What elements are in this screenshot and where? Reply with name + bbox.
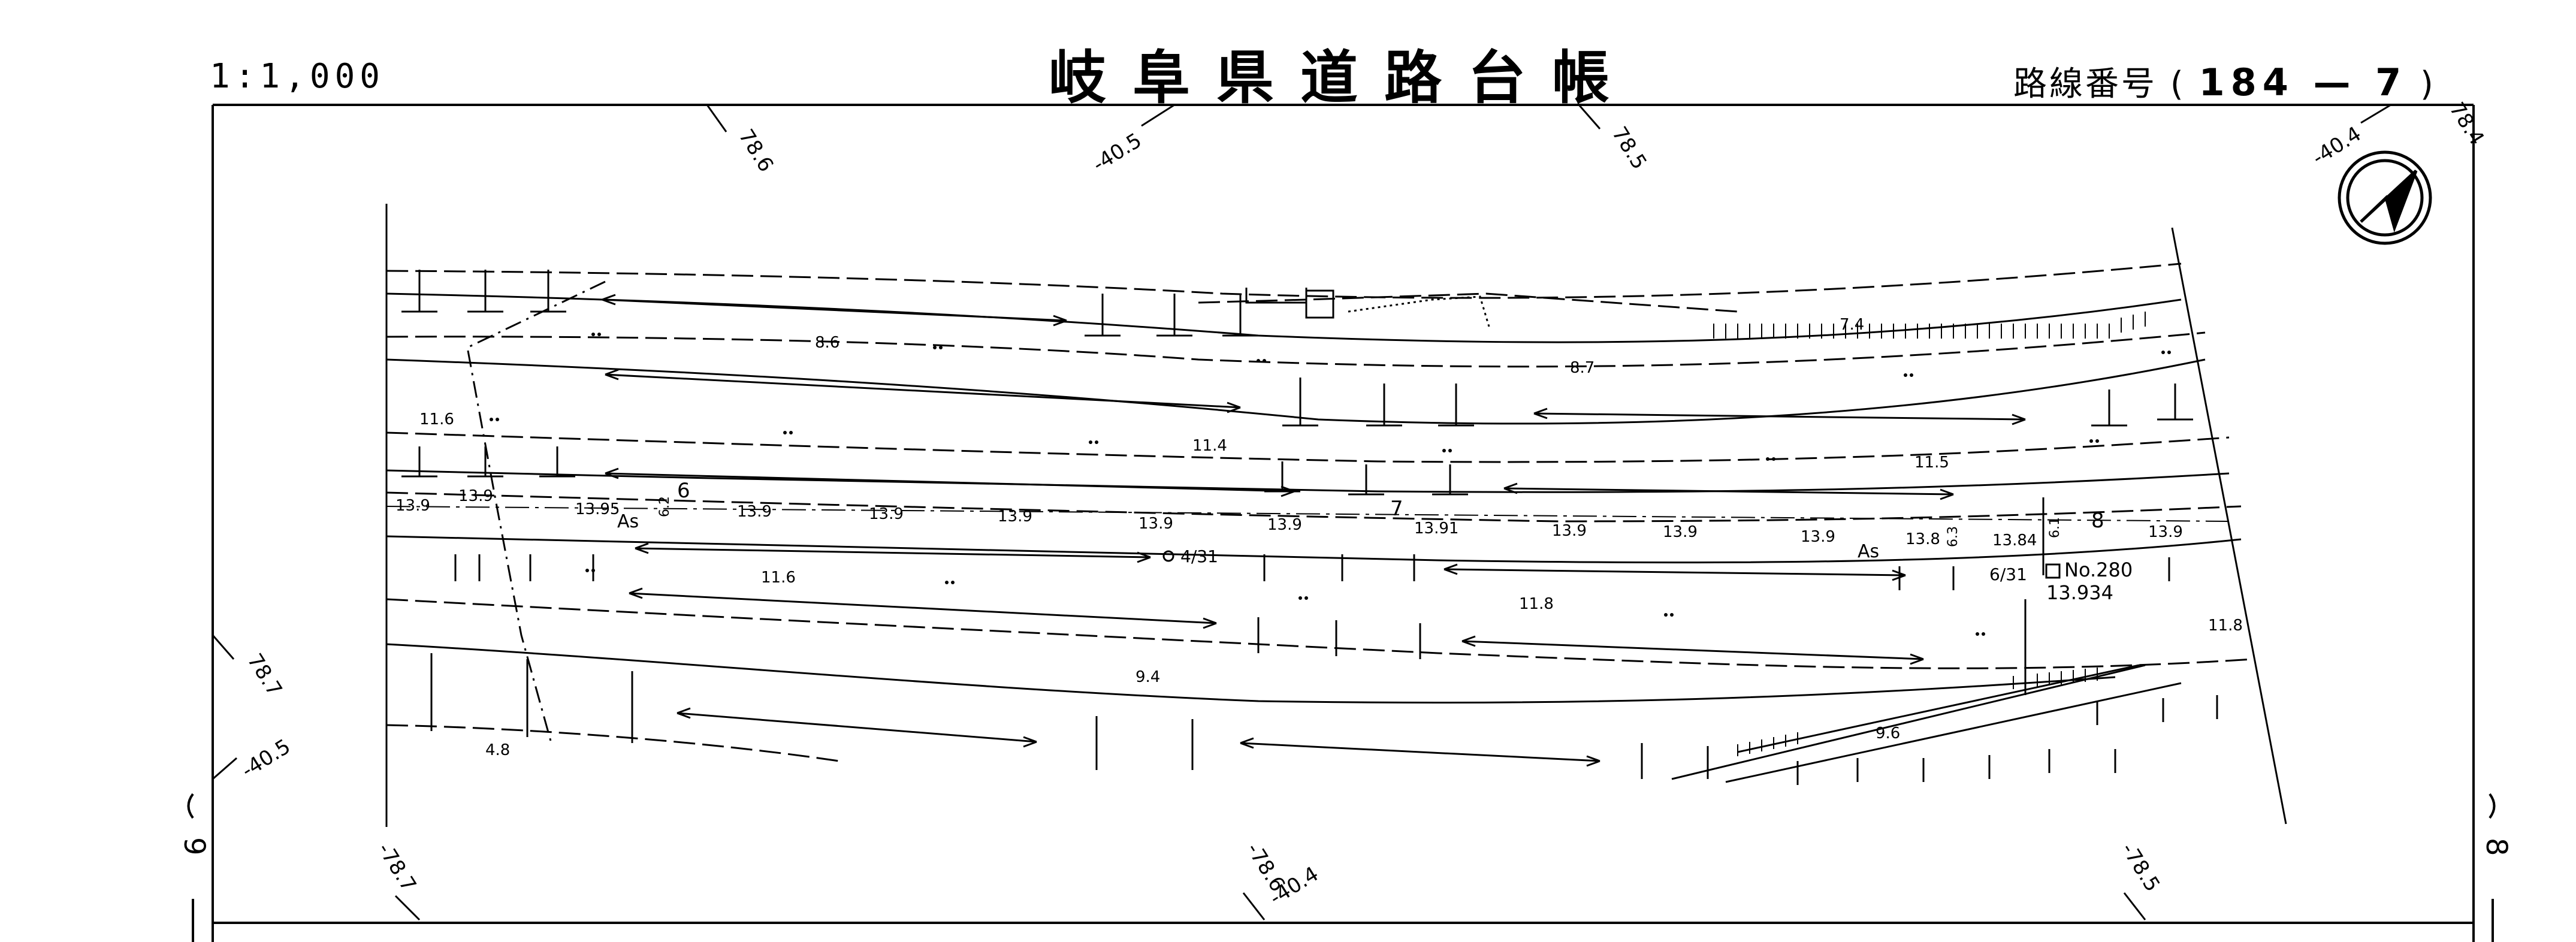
elev-r1-3: 8.7 bbox=[1570, 359, 1594, 377]
profile-number-1: 6.2 bbox=[657, 496, 672, 517]
elev-r3-12: 13.9 bbox=[1801, 528, 1835, 546]
station-8: 8 bbox=[2091, 509, 2104, 533]
building-outlines bbox=[1245, 288, 1490, 327]
elev-r2-2: 11.4 bbox=[1192, 437, 1227, 455]
elev-r3-15: 13.9 bbox=[2148, 523, 2183, 541]
lane-arrows bbox=[602, 294, 2026, 767]
grid-label-left-2: -40.5 bbox=[237, 735, 295, 783]
station-6: 6 bbox=[677, 479, 690, 503]
elev-r3-14: 13.84 bbox=[1992, 532, 2037, 550]
elev-r1-1: 8.6 bbox=[815, 334, 839, 352]
elev-r3-6: 13.9 bbox=[998, 508, 1032, 526]
elev-r2-1: 11.6 bbox=[419, 410, 454, 428]
elev-r3-4: 13.9 bbox=[737, 503, 772, 521]
side-marks bbox=[187, 793, 2496, 942]
elev-r3-7: 13.9 bbox=[1138, 515, 1173, 533]
surface-label-2: As bbox=[1858, 541, 1879, 562]
benchmark-elevation: 13.934 bbox=[2046, 581, 2113, 604]
survey-mark-2: 6/31 bbox=[1989, 564, 2027, 584]
spot-elevations: 8.6 7.4 8.7 11.6 11.4 11.5 13.9 13.9 13.… bbox=[395, 316, 2243, 759]
elev-r3-9: 13.91 bbox=[1414, 520, 1458, 538]
elev-r3-3: 13.95 bbox=[575, 500, 620, 518]
point-markers bbox=[490, 333, 2171, 636]
road-lines bbox=[386, 292, 2242, 783]
elev-r3-11: 13.9 bbox=[1663, 523, 1698, 541]
map-title: 岐阜県道路台帳 bbox=[1049, 44, 1636, 111]
station-7: 7 bbox=[1390, 497, 1403, 521]
elev-r3-5: 13.9 bbox=[869, 505, 904, 523]
grid-label-bottom-4: -78.5 bbox=[2116, 838, 2165, 896]
route-paren-close: ) bbox=[2420, 65, 2436, 104]
side-label-left: 9 bbox=[177, 837, 211, 856]
benchmark-label: No.280 bbox=[2064, 558, 2133, 581]
surface-label-1: As bbox=[617, 511, 639, 532]
route-number: 184 — 7 bbox=[2198, 61, 2408, 104]
grid-label-top-1: 78.6 bbox=[733, 125, 778, 176]
route-number-label: 路線番号 ( 184 — 7 ) bbox=[2013, 57, 2436, 105]
elev-r3-10: 13.9 bbox=[1552, 522, 1587, 540]
elev-r3-2: 13.9 bbox=[458, 487, 493, 505]
north-arrow-icon bbox=[2338, 150, 2432, 245]
slope-hatching bbox=[1713, 312, 2146, 756]
elev-r5-2: 9.6 bbox=[1876, 724, 1900, 742]
elev-r3-8: 13.9 bbox=[1267, 516, 1302, 534]
elev-r3-13: 13.8 bbox=[1905, 530, 1940, 548]
sheet-frame bbox=[212, 104, 2475, 942]
grid-label-top-3: 78.5 bbox=[1607, 122, 1651, 173]
road-edges bbox=[386, 262, 2254, 762]
boundary-line bbox=[466, 280, 606, 744]
grid-label-bottom-1: -78.7 bbox=[373, 838, 421, 896]
benchmark-icon bbox=[2045, 563, 2061, 579]
grid-label-top-2: -40.5 bbox=[1089, 128, 1146, 177]
route-label-text: 路線番号 bbox=[2013, 65, 2157, 104]
survey-mark-icon bbox=[1162, 550, 1174, 562]
grid-label-left-1: 78.7 bbox=[242, 650, 286, 701]
route-paren-open: ( bbox=[2170, 65, 2186, 104]
elev-r5-1: 9.4 bbox=[1136, 668, 1160, 686]
elev-r4-3: 11.8 bbox=[2208, 617, 2243, 635]
profile-number-2: 6.3 bbox=[1946, 526, 1961, 547]
map-extent bbox=[385, 204, 2287, 827]
elev-r4-1: 11.6 bbox=[761, 569, 796, 587]
profile-number-3: 6.1 bbox=[2047, 517, 2062, 538]
elev-r5-3: 4.8 bbox=[485, 741, 510, 759]
elev-r1-2: 7.4 bbox=[1840, 316, 1864, 334]
pole-symbols bbox=[401, 270, 2218, 785]
elev-r4-2: 11.8 bbox=[1519, 595, 1554, 613]
road-centerline bbox=[386, 506, 2230, 522]
elev-r3-1: 13.9 bbox=[395, 497, 430, 515]
side-label-right: 8 bbox=[2480, 838, 2513, 856]
grid-ticks bbox=[212, 104, 2391, 921]
elev-r2-3: 11.5 bbox=[1914, 454, 1949, 472]
survey-mark-1: 4/31 bbox=[1180, 547, 1218, 566]
map-scale: 1:1,000 bbox=[210, 57, 385, 96]
